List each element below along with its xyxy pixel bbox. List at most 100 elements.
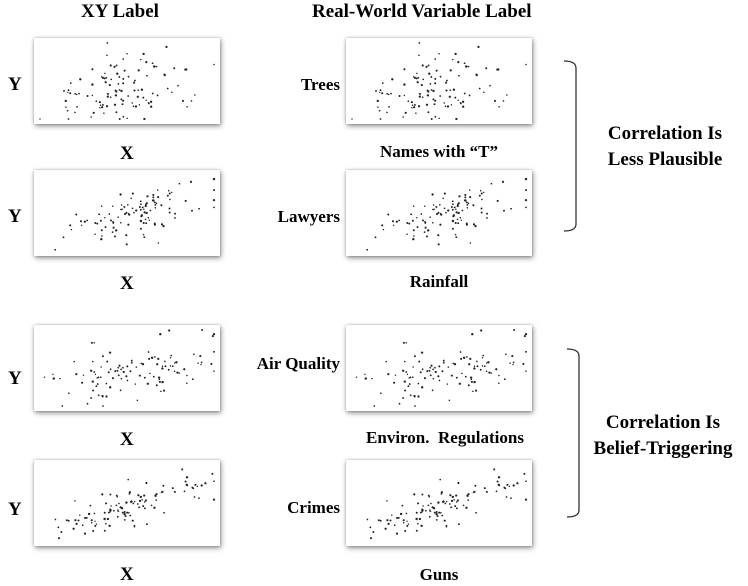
scatter-dot	[392, 224, 395, 227]
scatter-dot	[425, 509, 427, 512]
scatter-dot	[385, 360, 387, 363]
scatter-dot	[80, 224, 83, 227]
scatter-dot	[213, 350, 215, 353]
scatter-dot	[67, 91, 69, 94]
scatter-dot	[478, 194, 481, 197]
y-variable-label: Crimes	[287, 498, 340, 517]
scatter-dot	[429, 509, 431, 511]
scatter-dot	[133, 81, 136, 84]
scatter-dot	[169, 365, 172, 367]
scatter-dot	[129, 514, 132, 517]
scatter-dot	[131, 207, 134, 210]
scatter-dot	[139, 227, 142, 230]
scatter-dot	[496, 199, 499, 202]
scatter-dot	[142, 221, 145, 224]
scatter-dot	[69, 82, 72, 84]
scatter-dot	[413, 106, 416, 109]
scatter-dot	[168, 207, 171, 210]
scatter-dot	[481, 365, 484, 367]
scatter-dot	[122, 82, 125, 85]
scatter-dot	[158, 376, 161, 379]
scatter-dot	[167, 368, 170, 371]
scatter-dot	[454, 52, 457, 56]
scatter-plot	[355, 329, 528, 407]
scatter-dot	[453, 363, 457, 366]
scatter-dot	[469, 242, 472, 244]
scatter-dot	[212, 332, 216, 336]
scatter-dot	[153, 65, 156, 68]
scatter-dot	[140, 215, 143, 217]
scatter-dot	[421, 64, 424, 67]
scatter-dot	[155, 384, 158, 387]
scatter-dot	[464, 193, 467, 196]
scatter-dot	[490, 182, 493, 185]
scatter-dot	[373, 405, 376, 407]
scatter-dot	[103, 112, 105, 114]
scatter-dot	[79, 78, 82, 81]
scatter-dot	[512, 363, 514, 366]
scatter-dot	[125, 501, 128, 504]
scatter-dot	[418, 42, 421, 44]
scatter-dot	[351, 118, 353, 120]
scatter-dot	[416, 226, 419, 229]
scatter-dot	[480, 207, 483, 210]
scatter-dot	[386, 93, 389, 95]
scatter-dot	[121, 208, 123, 211]
scatter-dot	[465, 222, 468, 225]
scatter-dot	[417, 105, 421, 108]
scatter-dot	[194, 483, 197, 486]
scatter-dot	[413, 395, 416, 398]
scatter-dot	[513, 329, 516, 331]
scatter-dot	[116, 496, 119, 498]
scatter-dot	[503, 209, 505, 212]
scatter-dot	[413, 493, 416, 496]
scatter-dot	[94, 221, 97, 225]
scatter-dot	[141, 206, 144, 209]
scatter-dot	[118, 364, 121, 367]
scatter-dot	[440, 491, 444, 494]
x-axis-label: X	[120, 564, 134, 585]
scatter-dot	[113, 103, 117, 106]
scatter-dot	[461, 209, 464, 212]
scatter-dot	[428, 369, 431, 372]
scatter-dot	[74, 500, 76, 502]
scatter-dot	[497, 476, 501, 479]
scatter-dot	[472, 204, 475, 207]
scatter-dot	[429, 510, 432, 513]
scatter-dot	[125, 243, 128, 246]
scatter-dot	[380, 392, 382, 395]
scatter-dot	[140, 88, 144, 91]
scatter-dot	[165, 45, 168, 48]
scatter-dot	[525, 370, 527, 372]
scatter-dot	[197, 362, 199, 364]
scatter-dot	[154, 356, 156, 358]
scatter-dot	[466, 494, 469, 497]
scatter-dot	[143, 117, 146, 121]
scatter-dot	[137, 89, 140, 91]
scatter-panel-xy	[34, 38, 220, 124]
scatter-dot	[128, 213, 131, 216]
scatter-dot	[81, 381, 84, 384]
scatter-dot	[435, 511, 438, 513]
scatter-dot	[421, 96, 424, 98]
scatter-dot	[186, 106, 188, 108]
scatter-dot	[94, 520, 96, 522]
scatter-dot	[151, 92, 154, 95]
scatter-dot	[60, 531, 63, 533]
scatter-dot	[416, 81, 419, 84]
scatter-dot	[123, 69, 126, 72]
scatter-dot	[144, 499, 147, 502]
scatter-dot	[454, 233, 457, 236]
scatter-dot	[406, 525, 409, 527]
scatter-dot	[185, 68, 188, 71]
scatter-dot	[437, 243, 440, 246]
scatter-dot	[430, 118, 433, 120]
scatter-dot	[476, 365, 479, 368]
scatter-dot	[524, 498, 528, 501]
scatter-dot	[162, 224, 165, 228]
scatter-dot	[375, 89, 377, 92]
scatter-dot	[198, 207, 200, 210]
scatter-dot	[522, 362, 525, 365]
scatter-dot	[379, 118, 382, 120]
scatter-dot	[149, 100, 153, 103]
